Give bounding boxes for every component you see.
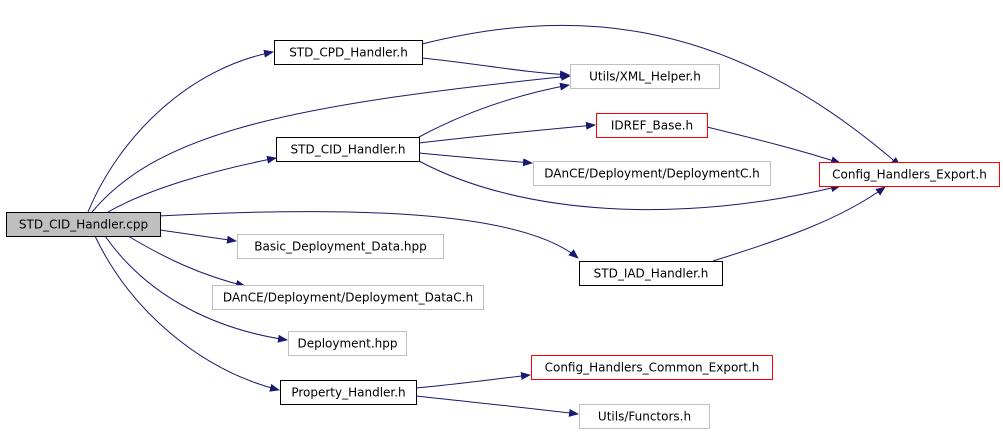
edge-prop-to-common — [415, 372, 531, 389]
node-box — [596, 113, 708, 138]
edge-cid-to-xml — [418, 82, 570, 138]
edge-root-to-bdd — [159, 229, 237, 244]
node-label: Property_Handler.h — [291, 386, 405, 400]
node-label: Config_Handlers_Common_Export.h — [545, 361, 760, 375]
edge-cpd-to-xml — [421, 57, 570, 79]
node-box — [280, 380, 417, 405]
edge-root-to-cid — [107, 155, 277, 213]
edge-idref-to-export — [706, 126, 841, 165]
node-box — [579, 261, 723, 286]
node-box — [579, 404, 710, 429]
node-label: Deployment.hpp — [297, 337, 397, 351]
node-label: STD_CPD_Handler.h — [289, 46, 408, 60]
node-ddc[interactable]: DAnCE/Deployment/Deployment_DataC.h — [212, 285, 484, 310]
node-box — [533, 161, 771, 186]
edge-root-to-iad — [157, 211, 579, 259]
node-box — [237, 234, 444, 259]
node-label: STD_CID_Handler.cpp — [19, 218, 148, 232]
edge-root-to-ddc — [127, 235, 246, 288]
node-export[interactable]: Config_Handlers_Export.h — [819, 162, 1000, 187]
edge-cid-to-depc — [418, 152, 533, 167]
node-label: Utils/Functors.h — [598, 410, 691, 424]
node-root: STD_CID_Handler.cpp — [6, 212, 161, 237]
edge-root-to-dep — [104, 235, 288, 343]
node-box — [6, 212, 161, 237]
edge-prop-to-func — [415, 395, 579, 417]
node-dep[interactable]: Deployment.hpp — [288, 331, 407, 356]
node-cpd[interactable]: STD_CPD_Handler.h — [274, 40, 423, 65]
node-common[interactable]: Config_Handlers_Common_Export.h — [531, 355, 773, 380]
node-label: DAnCE/Deployment/DeploymentC.h — [544, 167, 760, 181]
node-label: DAnCE/Deployment/Deployment_DataC.h — [223, 291, 473, 305]
node-xml[interactable]: Utils/XML_Helper.h — [570, 64, 720, 89]
nodes: STD_CID_Handler.cpp STD_CPD_Handler.hSTD_… — [6, 40, 1000, 429]
node-cid[interactable]: STD_CID_Handler.h — [276, 137, 420, 162]
node-label: Utils/XML_Helper.h — [589, 70, 701, 84]
node-depc[interactable]: DAnCE/Deployment/DeploymentC.h — [533, 161, 771, 186]
node-label: Basic_Deployment_Data.hpp — [254, 240, 426, 254]
node-box — [531, 355, 773, 380]
edges — [87, 24, 901, 417]
edge-cpd-to-export — [421, 24, 901, 167]
node-label: STD_CID_Handler.h — [291, 143, 406, 157]
node-box — [819, 162, 1000, 187]
node-iad[interactable]: STD_IAD_Handler.h — [579, 261, 723, 286]
node-bdd[interactable]: Basic_Deployment_Data.hpp — [237, 234, 444, 259]
node-box — [288, 331, 407, 356]
node-func[interactable]: Utils/Functors.h — [579, 404, 710, 429]
node-label: Config_Handlers_Export.h — [832, 168, 987, 182]
node-label: STD_IAD_Handler.h — [594, 267, 709, 281]
edge-root-to-xml — [91, 72, 571, 213]
edge-root-to-cpd — [87, 49, 274, 213]
node-label: IDREF_Base.h — [611, 119, 693, 133]
edge-cid-to-idref — [418, 121, 596, 144]
edge-cid-to-export — [418, 160, 841, 211]
node-box — [212, 285, 484, 310]
edge-root-to-prop — [94, 235, 280, 392]
edge-iad-to-export — [712, 186, 886, 262]
node-prop[interactable]: Property_Handler.h — [280, 380, 417, 405]
node-box — [274, 40, 423, 65]
node-box — [276, 137, 420, 162]
node-idref[interactable]: IDREF_Base.h — [596, 113, 708, 138]
node-box — [570, 64, 720, 89]
